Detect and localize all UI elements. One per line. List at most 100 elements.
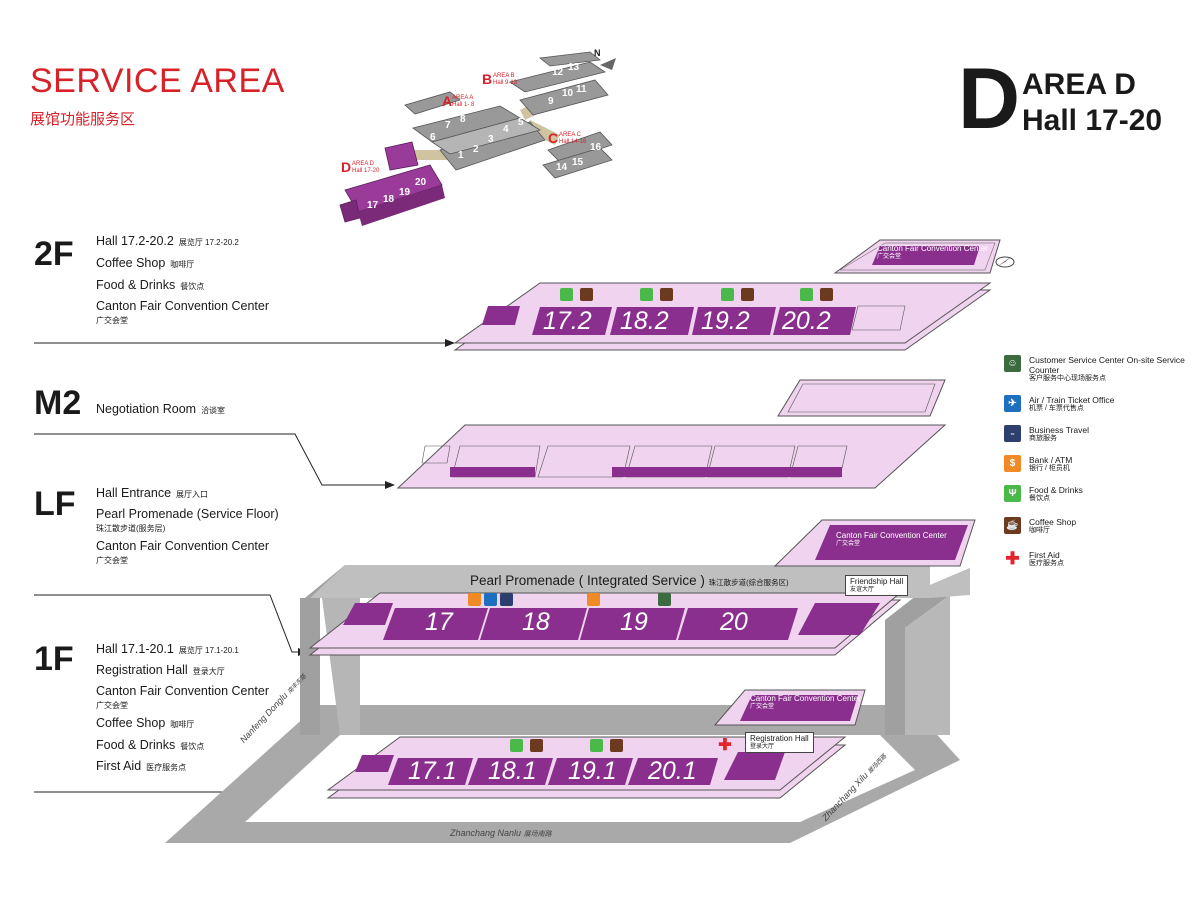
customer-service-icon (658, 593, 671, 606)
coffee-icon (530, 739, 543, 752)
hall-19-1: 19.1 (568, 757, 617, 785)
svg-text:2: 2 (473, 144, 479, 155)
hall-17-2: 17.2 (543, 307, 592, 335)
svg-text:9: 9 (548, 96, 554, 107)
food-icon (590, 739, 603, 752)
floor-label-1f: 1F (34, 640, 74, 678)
travel-icon: ▭ (1004, 425, 1021, 442)
svg-text:13: 13 (568, 62, 580, 73)
coffee-icon: ☕ (1004, 517, 1021, 534)
food-icon: Ψ (1004, 485, 1021, 502)
coffee-icon (610, 739, 623, 752)
leader-lines (34, 342, 448, 793)
svg-text:10: 10 (562, 88, 574, 99)
hall-19: 19 (620, 608, 648, 636)
hall-19-2: 19.2 (701, 307, 750, 335)
floor-label-m2: M2 (34, 384, 82, 422)
hall-17: 17 (425, 608, 453, 636)
food-icon (510, 739, 523, 752)
ticket-icon: ✈ (1004, 395, 1021, 412)
floor-label-lf: LF (34, 485, 76, 523)
overview-area-c-letter: C (548, 130, 559, 146)
floor-1f (326, 689, 866, 799)
food-icon (640, 288, 653, 301)
area-halls: Hall 17-20 (1022, 104, 1163, 137)
bank-icon (468, 593, 481, 606)
first-aid-icon: ✚ (718, 737, 732, 754)
ticket-icon (484, 593, 497, 606)
page-title: SERVICE AREA (30, 62, 285, 100)
svg-text:19: 19 (399, 187, 411, 198)
svg-text:20: 20 (415, 177, 427, 188)
svg-text:11: 11 (576, 84, 587, 95)
svg-text:3: 3 (488, 134, 494, 145)
svg-text:1: 1 (458, 150, 464, 161)
pillars (300, 565, 970, 735)
coffee-icon (660, 288, 673, 301)
food-icon (800, 288, 813, 301)
area-title: AREA D (1022, 68, 1136, 101)
legend-customer-service: ☺ Customer Service Center On-site Servic… (1004, 355, 1194, 384)
coffee-icon (741, 288, 754, 301)
hall-18: 18 (522, 608, 550, 636)
road-zhanchang-nanlu: Zhanchang Nanlu 展场南路 (450, 828, 552, 838)
coffee-icon (820, 288, 833, 301)
svg-text:8: 8 (460, 114, 466, 125)
overview-north-label: N (594, 48, 601, 58)
first-aid-icon: ✚ (1004, 548, 1021, 568)
floor-m2 (396, 379, 947, 489)
pearl-promenade-label: Pearl Promenade ( Integrated Service ) 珠… (470, 573, 789, 588)
floor-lf (308, 519, 976, 656)
svg-text:18: 18 (383, 194, 395, 205)
svg-text:12: 12 (552, 67, 564, 78)
overview-area-d-letter: D (341, 159, 352, 175)
floor-label-2f: 2F (34, 235, 74, 273)
hall-18-1: 18.1 (488, 757, 537, 785)
hall-20: 20 (720, 608, 748, 636)
hall-20-2: 20.2 (782, 307, 831, 335)
bank-icon (587, 593, 600, 606)
hall-17-1: 17.1 (408, 757, 457, 785)
overview-area-a-letter: A (442, 93, 453, 109)
svg-text:6: 6 (430, 132, 436, 143)
page-subtitle: 展馆功能服务区 (30, 111, 136, 128)
area-letter: D (958, 51, 1021, 147)
svg-text:4: 4 (503, 124, 509, 135)
floor-2f (453, 239, 1001, 351)
overview-area-b-letter: B (482, 71, 493, 87)
svg-text:17: 17 (367, 200, 379, 211)
coffee-icon (580, 288, 593, 301)
travel-icon (500, 593, 513, 606)
svg-text:5: 5 (518, 117, 524, 128)
north-arrow-icon (995, 256, 1015, 268)
food-icon (560, 288, 573, 301)
svg-text:15: 15 (572, 157, 584, 168)
overview-map (339, 51, 616, 226)
customer-service-icon: ☺ (1004, 355, 1021, 372)
svg-text:14: 14 (556, 162, 568, 173)
bank-icon: $ (1004, 455, 1021, 472)
food-icon (721, 288, 734, 301)
svg-text:16: 16 (590, 142, 602, 153)
hall-18-2: 18.2 (620, 307, 669, 335)
